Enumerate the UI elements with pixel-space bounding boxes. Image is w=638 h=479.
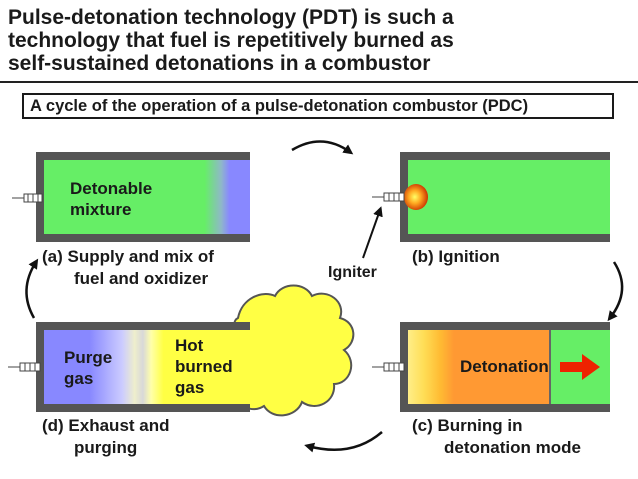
title-line-2: technology that fuel is repetitively bur… xyxy=(8,29,454,52)
panel-c-caption: (c) Burning in detonation mode xyxy=(412,416,581,457)
panel-c-tube xyxy=(400,322,610,412)
title-line-3: self-sustained detonations in a combusto… xyxy=(8,52,431,75)
ignition-flame xyxy=(404,184,428,210)
hot-burned-gas-label: Hot burned gas xyxy=(175,336,233,397)
cycle-arrow-b-to-c xyxy=(607,261,624,322)
panel-d-caption: (d) Exhaust and purging xyxy=(42,416,170,457)
detonation-wave-arrow-icon xyxy=(560,354,600,380)
page-title: Pulse-detonation technology (PDT) is suc… xyxy=(8,6,628,75)
cycle-arrow-a-to-b xyxy=(291,140,354,155)
purge-gas-label: Purge gas xyxy=(64,348,113,388)
igniter-pointer xyxy=(362,206,383,259)
title-line-1: Pulse-detonation technology (PDT) is suc… xyxy=(8,6,454,29)
panel-b-tube xyxy=(400,152,610,242)
panel-a-tube xyxy=(36,152,250,242)
panel-c-igniter xyxy=(372,362,405,372)
cycle-arrow-d-to-a xyxy=(25,258,39,319)
subtitle-box: A cycle of the operation of a pulse-deto… xyxy=(22,93,614,119)
detonable-mixture-label: Detonable mixture xyxy=(70,179,153,219)
panel-a-caption: (a) Supply and mix of fuel and oxidizer xyxy=(42,247,214,288)
cycle-arrow-c-to-d xyxy=(304,431,383,453)
panel-b-igniter xyxy=(372,192,405,202)
detonation-label: Detonation xyxy=(460,357,549,376)
panel-d-igniter xyxy=(8,362,41,372)
panel-d-tube xyxy=(36,322,258,412)
igniter-label: Igniter xyxy=(328,264,377,281)
panel-a-igniter xyxy=(12,193,43,203)
panel-b-caption: (b) Ignition xyxy=(412,247,500,266)
title-divider xyxy=(0,81,638,83)
